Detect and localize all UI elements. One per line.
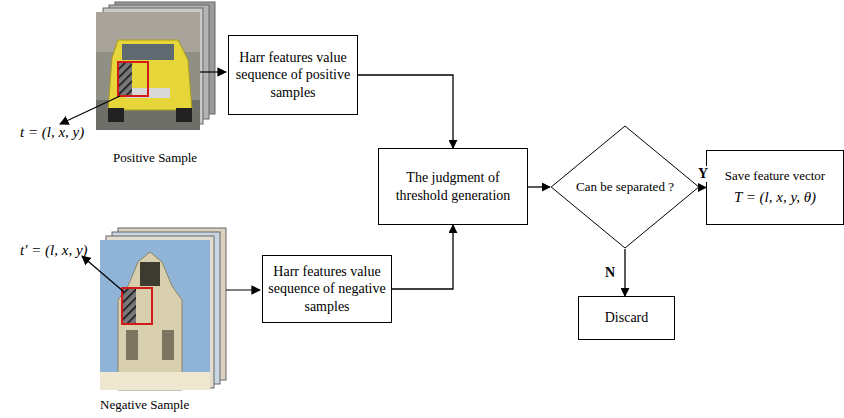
text-wrapper: Save feature vector T = (l, x, y, θ) <box>712 168 838 207</box>
node-text: Discard <box>584 309 669 327</box>
position-label: t′ = (l, x, y) <box>20 242 88 259</box>
flow-arrow <box>624 249 625 296</box>
discard-box: Discard <box>578 296 675 340</box>
flow-arrow <box>358 75 453 148</box>
process-box: Harr features value sequence of positive… <box>228 35 358 115</box>
text-wrapper: Can be separated ? <box>566 179 684 195</box>
node-text: The judgment of threshold generation <box>393 169 513 204</box>
position-label: t = (l, x, y) <box>20 124 84 141</box>
text-wrapper: Harr features value sequence of negative… <box>268 263 386 316</box>
positive-sample-stack <box>60 2 226 130</box>
edge-label: Y <box>696 166 710 182</box>
node-text: T = (l, x, y, θ) <box>712 188 838 207</box>
node-text: Harr features value sequence of negative… <box>268 263 386 316</box>
text-wrapper: The judgment of threshold generation <box>393 169 513 204</box>
node-text: Save feature vector <box>712 168 838 184</box>
output-box: Save feature vector T = (l, x, y, θ) <box>706 150 844 225</box>
process-box: Harr features value sequence of negative… <box>262 255 392 323</box>
edge-label: N <box>603 265 617 281</box>
negative-sample-stack <box>82 228 260 390</box>
sample-caption: Positive Sample <box>113 150 197 166</box>
node-text: Harr features value sequence of positive… <box>234 49 352 102</box>
process-box: The judgment of threshold generation <box>378 148 528 225</box>
text-wrapper: Discard <box>584 309 669 327</box>
sample-caption: Negative Sample <box>100 397 189 413</box>
node-text: Can be separated ? <box>566 179 684 195</box>
flow-arrow <box>392 225 453 289</box>
flow-arrow <box>528 186 550 187</box>
text-wrapper: Harr features value sequence of positive… <box>234 49 352 102</box>
decision-diamond: Can be separated ? <box>550 125 700 249</box>
